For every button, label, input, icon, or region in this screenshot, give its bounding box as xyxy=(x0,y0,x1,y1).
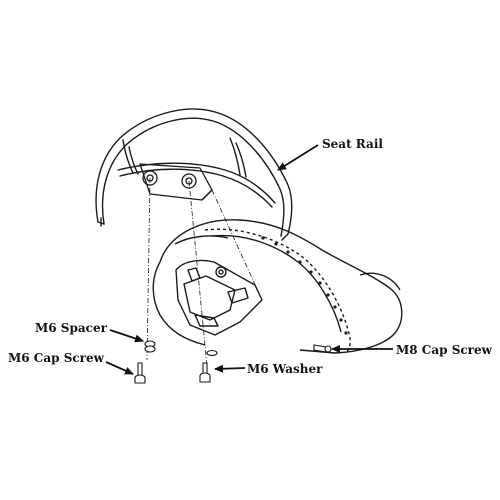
m6-cap-screw-arrow xyxy=(105,361,134,375)
seat-rail-label: Seat Rail xyxy=(322,137,383,151)
m6-spacer-label: M6 Spacer xyxy=(35,321,107,335)
m6-cap-screw-label: M6 Cap Screw xyxy=(8,351,104,365)
seat-rail-drawing xyxy=(95,108,293,241)
m8-cap-screw-label: M8 Cap Screw xyxy=(396,343,492,357)
mounting-bracket-drawing xyxy=(139,163,213,201)
alignment-lines xyxy=(146,177,263,367)
m6-spacer-arrow xyxy=(109,329,144,343)
m6-washer-label: M6 Washer xyxy=(247,362,323,376)
seat-body-drawing xyxy=(152,219,403,354)
seat-stitching xyxy=(261,236,348,335)
m6-washer-arrow xyxy=(214,364,246,373)
seat-rail-arrow xyxy=(277,144,319,171)
leader-arrows xyxy=(105,144,393,375)
